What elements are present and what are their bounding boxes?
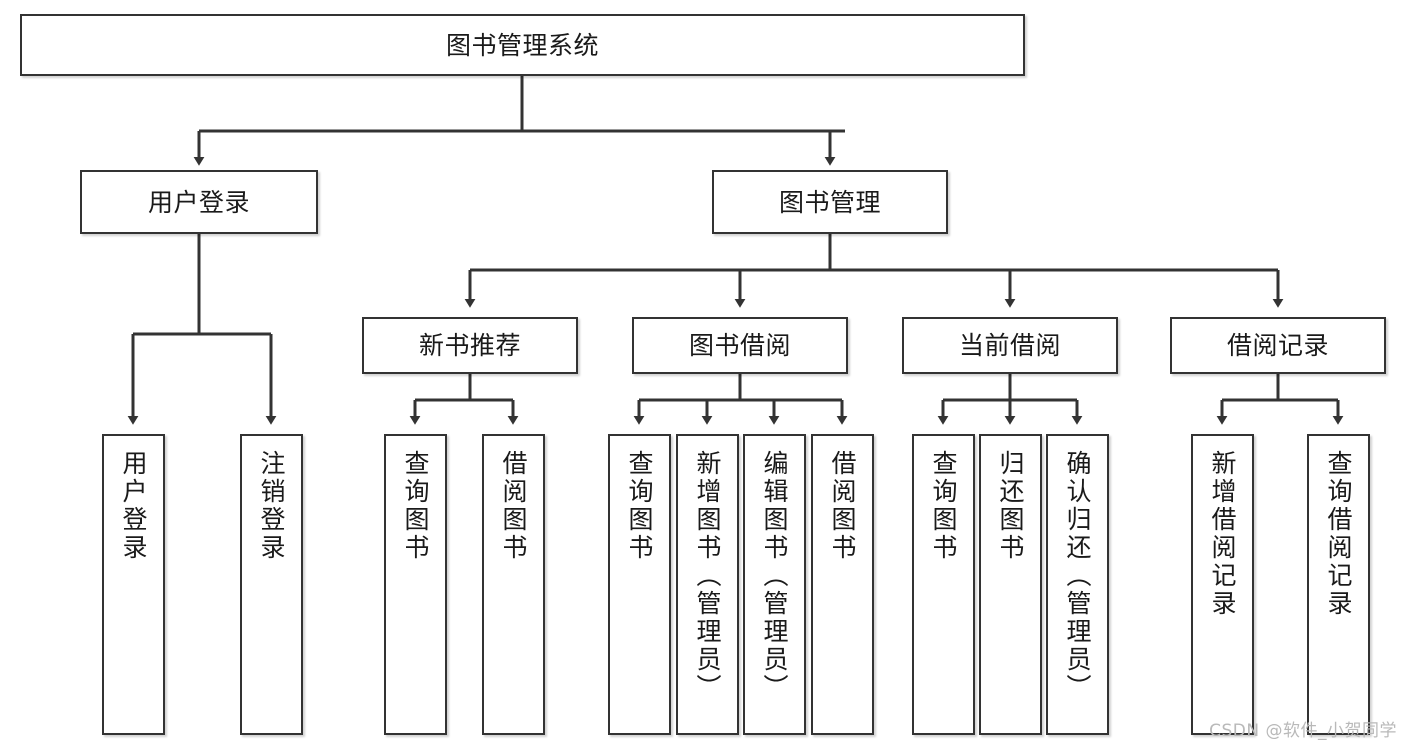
node-label: 图书借阅	[688, 331, 791, 360]
node-label: 借阅图书	[828, 450, 857, 562]
node-label: 注销登录	[257, 450, 286, 562]
node-label: 查询图书	[625, 450, 654, 562]
node-label: 新增图书（管理员）	[693, 450, 722, 702]
leaf-query-book-recommend[interactable]: 查询图书	[384, 434, 447, 735]
watermark-text: CSDN @软件_小贺同学	[1209, 721, 1397, 741]
leaf-confirm-return-admin[interactable]: 确认归还（管理员）	[1046, 434, 1109, 735]
node-label: 查询图书	[401, 450, 430, 562]
leaf-user-login[interactable]: 用户登录	[102, 434, 165, 735]
node-label: 新书推荐	[418, 331, 521, 360]
node-label: 图书管理	[778, 187, 881, 217]
leaf-return-book[interactable]: 归还图书	[979, 434, 1042, 735]
leaf-query-book-current[interactable]: 查询图书	[912, 434, 975, 735]
node-label: 编辑图书（管理员）	[760, 450, 789, 702]
leaf-query-book-borrow[interactable]: 查询图书	[608, 434, 671, 735]
leaf-edit-book-admin[interactable]: 编辑图书（管理员）	[743, 434, 806, 735]
node-label: 当前借阅	[958, 331, 1061, 360]
node-borrow-record[interactable]: 借阅记录	[1170, 317, 1386, 374]
node-label: 借阅记录	[1226, 331, 1329, 360]
node-label: 查询图书	[929, 450, 958, 562]
node-label: 新增借阅记录	[1208, 450, 1237, 618]
node-new-book-recommend[interactable]: 新书推荐	[362, 317, 578, 374]
node-book-borrow[interactable]: 图书借阅	[632, 317, 848, 374]
node-label: 归还图书	[996, 450, 1025, 562]
node-label: 借阅图书	[499, 450, 528, 562]
node-label: 用户登录	[119, 450, 148, 562]
node-label: 确认归还（管理员）	[1063, 450, 1092, 702]
leaf-add-borrow-record[interactable]: 新增借阅记录	[1191, 434, 1254, 735]
node-label: 图书管理系统	[445, 30, 599, 60]
leaf-logout[interactable]: 注销登录	[240, 434, 303, 735]
node-label: 用户登录	[147, 187, 250, 217]
node-book-management[interactable]: 图书管理	[712, 170, 948, 234]
leaf-borrow-book-recommend[interactable]: 借阅图书	[482, 434, 545, 735]
node-current-borrow[interactable]: 当前借阅	[902, 317, 1118, 374]
node-label: 查询借阅记录	[1324, 450, 1353, 618]
leaf-add-book-admin[interactable]: 新增图书（管理员）	[676, 434, 739, 735]
leaf-query-borrow-record[interactable]: 查询借阅记录	[1307, 434, 1370, 735]
leaf-borrow-book[interactable]: 借阅图书	[811, 434, 874, 735]
node-user-login[interactable]: 用户登录	[80, 170, 318, 234]
node-root-book-management-system[interactable]: 图书管理系统	[20, 14, 1025, 76]
